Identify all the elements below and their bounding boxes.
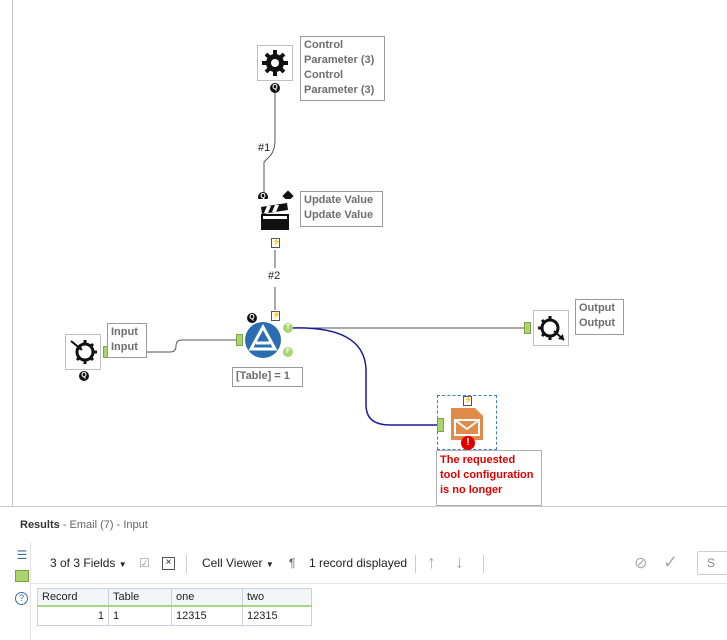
toolbar-separator xyxy=(186,555,187,573)
search-input[interactable]: S xyxy=(697,551,727,575)
column-header-table[interactable]: Table xyxy=(108,588,172,607)
chevron-down-icon: ▼ xyxy=(118,560,127,569)
control-parameter-annotation[interactable]: Control Parameter (3) Control Parameter … xyxy=(300,36,385,101)
results-toolbar: 3 of 3 Fields ▼ ☑ × Cell Viewer ▼ ¶ 1 re… xyxy=(31,543,727,584)
results-side-strip: ☰ ? xyxy=(10,542,31,640)
cell-viewer-dropdown[interactable]: Cell Viewer ▼ xyxy=(202,556,274,570)
connection-label-2: #2 xyxy=(268,270,281,282)
error-message-annotation: The requested tool configuration is no l… xyxy=(436,450,542,506)
error-icon: ! xyxy=(461,436,475,450)
search-placeholder: S xyxy=(707,556,716,570)
fields-dropdown[interactable]: 3 of 3 Fields ▼ xyxy=(50,556,127,570)
filter-q-badge: Q xyxy=(247,313,257,323)
records-displayed: 1 record displayed xyxy=(309,556,408,570)
update-value-annotation[interactable]: Update Value Update Value xyxy=(300,191,383,227)
input-q-badge: Q xyxy=(79,371,89,381)
results-header: Results - Email (7) - Input xyxy=(20,519,148,531)
column-header-record[interactable]: Record xyxy=(37,588,109,607)
output-input-anchor[interactable] xyxy=(524,322,531,334)
cancel-icon[interactable]: ⊘ xyxy=(634,555,648,572)
update-value-tool[interactable] xyxy=(257,199,293,235)
macro-output-icon xyxy=(538,316,565,341)
anchor-select-icon[interactable] xyxy=(15,570,29,582)
connection-label-1: #1 xyxy=(258,142,271,154)
control-parameter-tool[interactable] xyxy=(257,45,293,81)
list-icon[interactable]: ☰ xyxy=(16,548,28,562)
chevron-down-icon: ▼ xyxy=(265,560,274,569)
update-value-q-badge: Q xyxy=(258,192,268,202)
output-annotation[interactable]: Output Output xyxy=(575,299,624,335)
toolbar-separator xyxy=(415,555,416,573)
email-tool[interactable] xyxy=(449,406,485,442)
filter-lightning-icon: ⚡ xyxy=(271,311,281,321)
cell-one[interactable]: 12315 xyxy=(171,605,243,626)
results-grid[interactable]: Record Table one two 1 1 12315 12315 xyxy=(37,588,312,626)
filter-false-anchor[interactable]: F xyxy=(283,347,293,357)
cell-two[interactable]: 12315 xyxy=(242,605,312,626)
connection-wires xyxy=(110,92,528,426)
email-lightning-icon: ⚡ xyxy=(463,396,473,406)
filter-annotation[interactable]: [Table] = 1 xyxy=(232,367,303,387)
macro-input-icon xyxy=(70,340,97,364)
filter-input-anchor[interactable] xyxy=(236,334,243,346)
workflow-canvas[interactable]: Q Control Parameter (3) Control Paramete… xyxy=(0,0,727,506)
checkbox-icon[interactable]: ☑ xyxy=(139,556,150,570)
arrow-up-icon[interactable]: ↑ xyxy=(427,552,436,572)
checkmark-icon[interactable]: ✓ xyxy=(663,552,679,572)
wire-filter-to-email xyxy=(291,327,438,426)
input-annotation[interactable]: Input Input xyxy=(107,323,147,358)
macro-input-tool[interactable] xyxy=(65,334,101,370)
filter-tool[interactable] xyxy=(244,321,282,359)
column-header-one[interactable]: one xyxy=(171,588,243,607)
column-header-two[interactable]: two xyxy=(242,588,312,607)
cell-table[interactable]: 1 xyxy=(108,605,172,626)
fields-dropdown-label: 3 of 3 Fields xyxy=(50,556,116,570)
filter-icon xyxy=(245,322,281,358)
wire-input-to-filter xyxy=(110,339,238,353)
gear-icon xyxy=(262,50,288,76)
cell-record[interactable]: 1 xyxy=(37,605,109,626)
canvas-left-border xyxy=(12,0,13,506)
cell-viewer-label: Cell Viewer xyxy=(202,556,263,570)
arrow-down-icon[interactable]: ↓ xyxy=(455,552,464,572)
table-row[interactable]: 1 1 12315 12315 xyxy=(37,605,312,626)
toolbar-separator xyxy=(483,555,484,573)
help-icon[interactable]: ? xyxy=(15,592,28,605)
results-pane: Results - Email (7) - Input ☰ ? 3 of 3 F… xyxy=(0,506,727,640)
pilcrow-icon[interactable]: ¶ xyxy=(289,556,296,570)
wire-control-to-update xyxy=(263,92,276,192)
results-title: Results xyxy=(20,519,60,531)
email-input-anchor[interactable] xyxy=(437,418,444,432)
results-subtitle: - Email (7) - Input xyxy=(62,519,148,531)
macro-output-tool[interactable] xyxy=(533,310,569,346)
email-icon xyxy=(451,408,483,440)
filter-true-anchor[interactable]: T xyxy=(283,323,293,333)
clear-icon[interactable]: × xyxy=(162,557,175,570)
clapperboard-icon xyxy=(261,203,289,230)
update-value-lightning-icon: ⚡ xyxy=(271,238,281,248)
control-parameter-q-badge: Q xyxy=(270,83,280,93)
